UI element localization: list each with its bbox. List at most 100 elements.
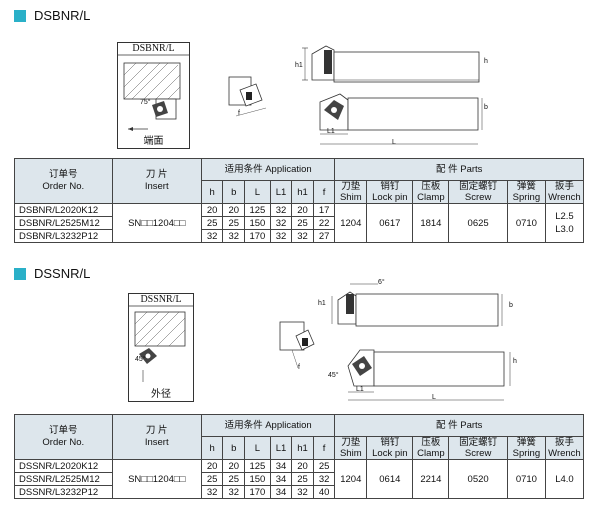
order-number: DSBNR/L2525M12	[14, 216, 113, 230]
dim-f-label: f	[238, 110, 240, 117]
insert-code: SN□□1204□□	[111, 203, 202, 243]
dim-value: 20	[291, 459, 314, 473]
dim-value: 32	[200, 485, 224, 499]
dim-value: 20	[200, 203, 224, 217]
header-dim: h1	[291, 436, 314, 460]
dim-value: 34	[269, 459, 293, 473]
dim-value: 125	[244, 459, 271, 473]
dim-value: 125	[244, 203, 271, 217]
dim-value: 32	[312, 472, 336, 486]
order-number: DSBNR/L3232P12	[14, 229, 113, 243]
header-dim: L	[244, 436, 271, 460]
holder-side-view	[302, 45, 480, 83]
dim-value: 150	[244, 216, 271, 230]
section-marker	[14, 9, 26, 22]
dim-value: 32	[291, 229, 314, 243]
dim-value: 34	[269, 472, 293, 486]
header-dim: b	[222, 436, 246, 460]
dim-value: 32	[200, 229, 224, 243]
dim-value: 25	[222, 472, 246, 486]
dim-value: 32	[222, 485, 246, 499]
dim-L1-label: L1	[356, 386, 364, 393]
section-title: DSBNR/L	[14, 8, 90, 23]
part-clamp: 2214	[412, 459, 450, 499]
section-marker	[14, 267, 26, 280]
dim-b-label: b	[484, 104, 488, 111]
detail-box-caption: DSBNR/L	[132, 43, 175, 54]
dim-h-label-side: h	[484, 58, 488, 65]
table-row: DSSNR/L2020K12 SN□□1204□□ 20 20 125 34 2…	[14, 459, 585, 499]
dim-value: 25	[291, 216, 314, 230]
header-application: 适用条件 Application	[200, 414, 336, 437]
section-title: DSSNR/L	[14, 266, 90, 281]
dim-value: 32	[222, 229, 246, 243]
header-dim: f	[312, 436, 336, 460]
dim-value: 32	[269, 229, 293, 243]
insert-front-view	[279, 321, 315, 369]
table-row: DSSNR/L2525M12 25 25 150 34 25 32	[14, 472, 584, 486]
dim-value: 32	[269, 203, 293, 217]
header-dim: h	[200, 436, 224, 460]
angle-label-top-view: 45°	[328, 372, 339, 379]
dim-value: 25	[200, 472, 224, 486]
end-face-illustration	[118, 54, 189, 131]
part-screw: 0625	[448, 203, 508, 243]
holder-top-view	[319, 93, 483, 145]
angle-label: 45°	[135, 356, 146, 363]
angle-label: 75°	[140, 99, 151, 106]
table-row: DSBNR/L2525M12 25 25 150 32 25 22	[14, 216, 584, 230]
dim-h1-label: h1	[295, 62, 303, 69]
table-row: DSBNR/L3232P12 32 32 170 32 32 27	[14, 229, 584, 243]
detail-box-outer-dia: DSSNR/L 45° 外径	[128, 293, 194, 402]
dim-value: 25	[312, 459, 336, 473]
holder-top-view	[347, 349, 511, 401]
holder-side-view	[331, 283, 503, 327]
dim-value: 170	[244, 229, 271, 243]
part-spring: 0710	[506, 203, 546, 243]
dim-value: 34	[269, 485, 293, 499]
order-number: DSBNR/L2020K12	[14, 203, 113, 217]
dim-value: 32	[291, 485, 314, 499]
detail-box-foot: 端面	[143, 136, 164, 147]
dim-value: 25	[222, 216, 246, 230]
dim-L-label: L	[432, 394, 436, 401]
dim-value: 25	[200, 216, 224, 230]
dim-f-label: f	[298, 364, 300, 371]
dim-value: 22	[312, 216, 336, 230]
header-dim: L1	[269, 180, 293, 204]
header-dim: f	[312, 180, 336, 204]
header-dim: L1	[269, 436, 293, 460]
part-spring: 0710	[506, 459, 546, 499]
part-lockpin: 0617	[366, 203, 414, 243]
header-dim: b	[222, 180, 246, 204]
detail-box-end-face: DSBNR/L 75° 端面	[117, 42, 190, 149]
dim-value: 20	[200, 459, 224, 473]
dim-b-label: b	[509, 302, 513, 309]
order-number: DSSNR/L2020K12	[14, 459, 113, 473]
part-shim: 1204	[334, 459, 368, 499]
dim-value: 170	[244, 485, 271, 499]
dim-value: 32	[269, 216, 293, 230]
dim-L1-label: L1	[327, 128, 335, 135]
dim-h-label: h	[513, 358, 517, 365]
insert-front-view	[228, 76, 267, 117]
detail-box-foot: 外径	[151, 389, 171, 400]
header-dim: h1	[291, 180, 314, 204]
header-dim: L	[244, 180, 271, 204]
outer-dia-illustration	[129, 305, 193, 382]
header-parts: 配 件 Parts	[334, 414, 584, 437]
